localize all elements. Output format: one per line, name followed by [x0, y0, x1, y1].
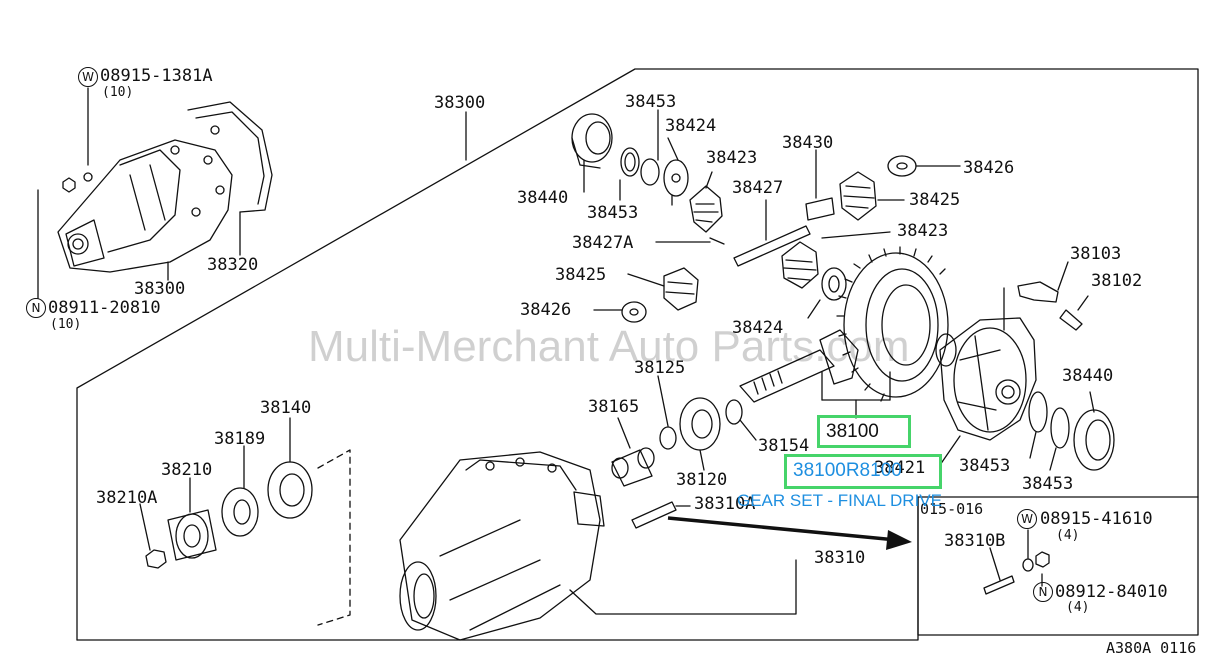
- highlight-full-part-number: 38100R8100: [793, 460, 902, 481]
- part-label[interactable]: 38310: [814, 548, 866, 568]
- part-label[interactable]: 38154: [758, 436, 810, 456]
- ring-gear: [836, 246, 949, 402]
- part-label[interactable]: 38189: [214, 429, 266, 449]
- nut-symbol: N: [26, 298, 46, 318]
- highlight-part-number: 38100: [826, 421, 879, 442]
- part-label[interactable]: 38140: [260, 398, 312, 418]
- part-label[interactable]: 38425: [555, 265, 607, 285]
- part-label[interactable]: 38427: [732, 178, 784, 198]
- watermark-text: Multi-Merchant Auto Parts.com: [308, 322, 910, 371]
- differential-case: [935, 317, 1037, 441]
- part-label[interactable]: 38430: [782, 133, 834, 153]
- part-label[interactable]: 08915-41610: [1040, 509, 1153, 529]
- part-label[interactable]: 38310A: [694, 494, 756, 514]
- assembly-frame: [76, 68, 1199, 641]
- part-label[interactable]: 38300: [134, 279, 186, 299]
- part-label[interactable]: 38425: [909, 190, 961, 210]
- highlighted-part-38100R8100[interactable]: 38100R8100: [784, 454, 942, 489]
- part-label[interactable]: 38300: [434, 93, 486, 113]
- bolt-subframe: [917, 496, 1199, 636]
- part-label[interactable]: 38423: [706, 148, 758, 168]
- part-label[interactable]: 08911-20810: [48, 298, 161, 318]
- part-label[interactable]: 38424: [732, 318, 784, 338]
- part-label[interactable]: 38210: [161, 460, 213, 480]
- washer-symbol: W: [78, 67, 98, 87]
- part-label[interactable]: 38453: [1022, 474, 1074, 494]
- part-label[interactable]: 38440: [1062, 366, 1114, 386]
- figure-code: A380A 0116: [1106, 639, 1197, 657]
- part-label[interactable]: 38125: [634, 358, 686, 378]
- part-label[interactable]: 38165: [588, 397, 640, 417]
- part-label[interactable]: 38440: [517, 188, 569, 208]
- part-qty: (10): [102, 85, 134, 100]
- part-label[interactable]: 38424: [665, 116, 717, 136]
- part-description: GEAR SET - FINAL DRIVE: [737, 491, 942, 510]
- nut-symbol-bottom: N: [1033, 582, 1053, 602]
- part-label[interactable]: 08912-84010: [1055, 582, 1168, 602]
- washer-symbol-bottom: W: [1017, 509, 1037, 529]
- part-label[interactable]: 38210A: [96, 488, 158, 508]
- part-label[interactable]: 38120: [676, 470, 728, 490]
- part-qty: (4): [1066, 600, 1090, 615]
- part-label[interactable]: 38453: [625, 92, 677, 112]
- part-label[interactable]: 38310B: [944, 531, 1006, 551]
- part-label[interactable]: 38102: [1091, 271, 1143, 291]
- part-label[interactable]: 38426: [520, 300, 572, 320]
- part-label[interactable]: 38427A: [572, 233, 634, 253]
- part-label[interactable]: 38103: [1070, 244, 1122, 264]
- part-label[interactable]: 38426: [963, 158, 1015, 178]
- part-label[interactable]: 08915-1381A: [100, 66, 213, 86]
- part-qty: (4): [1056, 528, 1080, 543]
- bearing-38440-top: [571, 113, 613, 169]
- rear-housing: [399, 451, 605, 641]
- part-label[interactable]: 38453: [959, 456, 1011, 476]
- part-qty: (10): [50, 317, 82, 332]
- subframe-tag: 015-016: [920, 500, 984, 518]
- part-label[interactable]: 38423: [897, 221, 949, 241]
- part-label[interactable]: 38320: [207, 255, 259, 275]
- highlighted-part-38100[interactable]: 38100: [817, 415, 911, 448]
- part-label[interactable]: 38421: [874, 458, 926, 478]
- carrier-housing-top: [57, 101, 273, 273]
- part-label[interactable]: 38453: [587, 203, 639, 223]
